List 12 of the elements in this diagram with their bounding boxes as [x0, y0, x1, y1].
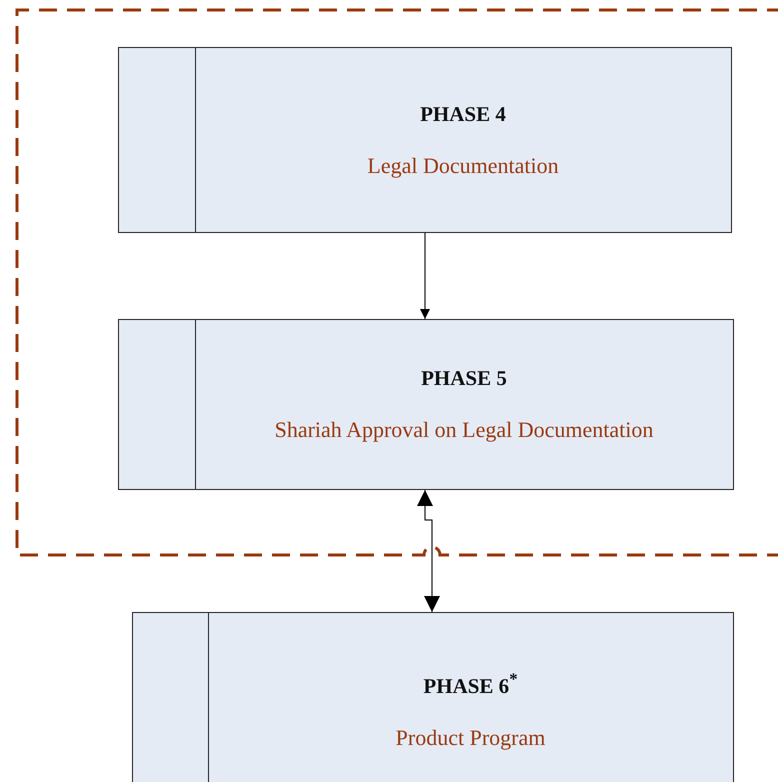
phase-title: PHASE 4 [420, 102, 506, 126]
arrow [417, 490, 440, 612]
phase-title: PHASE 6$^{*}$ [423, 674, 518, 698]
phase-description: Legal Documentation [367, 152, 559, 178]
phase-box [118, 319, 734, 490]
dashed-boundary [17, 10, 778, 555]
phase-description: Shariah Approval on Legal Documentation [274, 417, 654, 443]
phase-box [118, 47, 732, 233]
phase-description: Product Program [396, 724, 546, 750]
arrow [420, 232, 430, 320]
phase-title: PHASE 5 [421, 366, 507, 391]
phase-box [132, 612, 734, 782]
